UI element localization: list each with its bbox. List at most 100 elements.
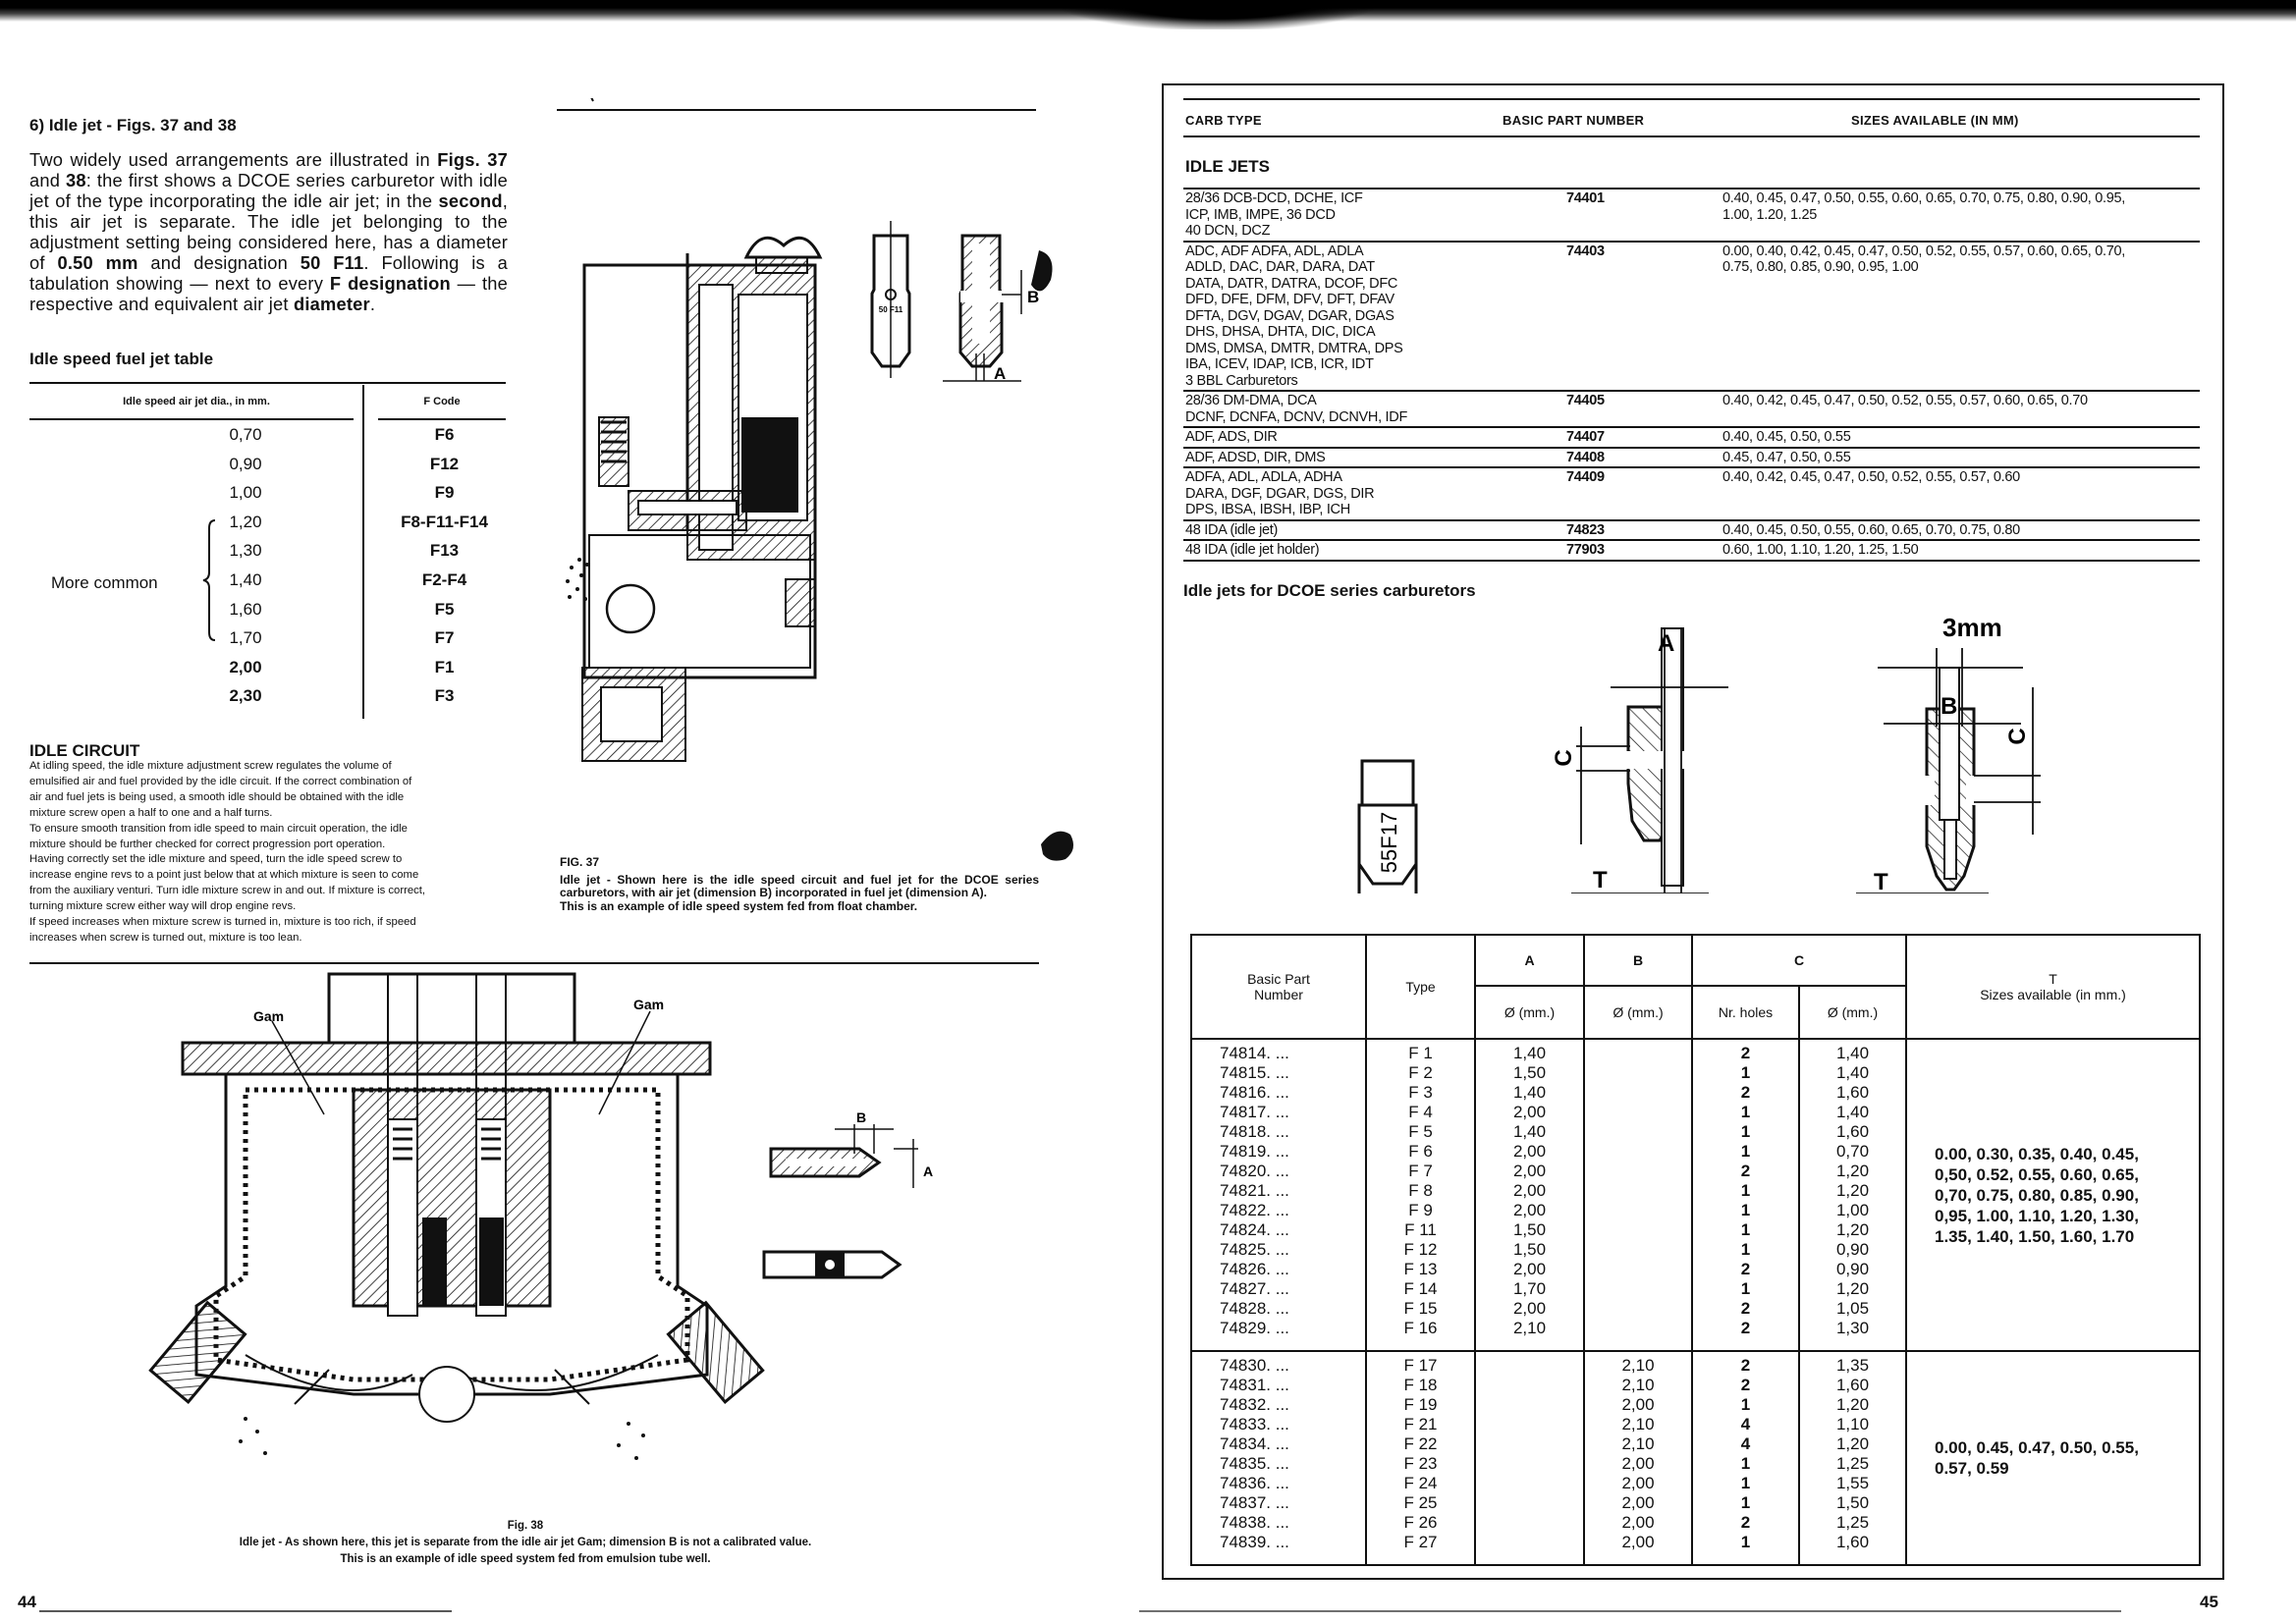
carb-type: ADF, ADSD, DIR, DMS <box>1185 449 1326 465</box>
dimension-c: 1,50 <box>1835 1493 1870 1512</box>
col-b-dia: Ø (mm.) <box>1583 985 1693 1040</box>
dimension-a: 1,40 <box>1512 1083 1547 1102</box>
dimension-b: 2,00 <box>1621 1493 1655 1512</box>
dimension-a <box>1476 1356 1583 1376</box>
dimension-c: 1,05 <box>1835 1299 1870 1318</box>
paragraph-segment: : the first shows a DCOE series carburet… <box>29 170 508 211</box>
page-number-right: 45 <box>2200 1593 2218 1611</box>
table-top-rule <box>29 382 506 384</box>
dimension-b <box>1585 1299 1691 1319</box>
jet-type: F 9 <box>1408 1201 1433 1219</box>
dcoe-jet-diagrams: 55F17 A C T 3mm B C T <box>1357 613 2041 893</box>
jet-type: F 6 <box>1408 1142 1433 1161</box>
jet-type: F 22 <box>1403 1434 1438 1453</box>
hole-count: 2 <box>1740 1044 1751 1062</box>
dimension-b-column <box>1583 1038 1693 1352</box>
part-number: 74825. ... <box>1220 1240 1289 1259</box>
dimension-b <box>1585 1319 1691 1338</box>
dimension-a <box>1476 1493 1583 1513</box>
part-number: 74830. ... <box>1220 1356 1289 1375</box>
idle-circuit-line: Having correctly set the idle mixture an… <box>29 853 403 866</box>
col-a-dia: Ø (mm.) <box>1474 985 1585 1040</box>
part-number: 74837. ... <box>1220 1493 1289 1512</box>
air-jet-diameter: 1,70 <box>229 628 262 648</box>
jet-type: F 27 <box>1403 1533 1438 1551</box>
hole-count: 2 <box>1740 1260 1751 1278</box>
dcoe-group-row: 74814. ...74815. ...74816. ...74817. ...… <box>1190 1038 2201 1352</box>
dimension-c-label-1: C <box>1551 749 1577 766</box>
dimension-b: 2,00 <box>1621 1513 1655 1532</box>
part-number-column: 74830. ...74831. ...74832. ...74833. ...… <box>1190 1350 1367 1566</box>
paragraph-segment: F designation <box>329 273 451 294</box>
dimension-c: 1,10 <box>1835 1415 1870 1434</box>
dimension-b <box>1585 1220 1691 1240</box>
paragraph-segment: , this air jet is separate. The idle jet… <box>29 190 508 273</box>
jet-type: F 13 <box>1403 1260 1438 1278</box>
dimension-c: 1,25 <box>1835 1513 1870 1532</box>
air-jet-diameter: 1,40 <box>229 570 262 589</box>
dimension-c: 1,00 <box>1835 1201 1870 1219</box>
dimension-a: 1,40 <box>1512 1044 1547 1062</box>
fuel-jet-table-title: Idle speed fuel jet table <box>29 350 214 368</box>
f-code: F12 <box>429 454 460 473</box>
dimension-3mm-label: 3mm <box>1942 613 2002 642</box>
dimension-b: 2,00 <box>1621 1454 1655 1473</box>
col-b: B <box>1583 934 1693 987</box>
jet-type: F 17 <box>1403 1356 1438 1375</box>
dimension-b-label: B <box>1941 693 1957 720</box>
hole-count: 2 <box>1740 1376 1751 1394</box>
fig38-idle-jet-section <box>769 1124 918 1188</box>
fig37-caption: FIG. 37 Idle jet - Shown here is the idl… <box>560 855 1039 913</box>
idle-circuit-title: IDLE CIRCUIT <box>29 741 140 760</box>
basic-part-number: 74408 <box>1566 449 1605 465</box>
hole-count: 1 <box>1740 1454 1751 1473</box>
dimension-c: 1,35 <box>1835 1356 1870 1375</box>
sizes-available: 0.00, 0.40, 0.42, 0.45, 0.47, 0.50, 0.52… <box>1722 243 2126 276</box>
dimension-b: 2,10 <box>1621 1376 1655 1394</box>
dcoe-section-title: Idle jets for DCOE series carburetors <box>1183 581 1476 600</box>
dimension-b <box>1585 1201 1691 1220</box>
dimension-t-label-2: T <box>1874 869 1888 893</box>
idle-jet-row: 28/36 DCB-DCD, DCHE, ICF ICP, IMB, IMPE,… <box>1183 189 2200 243</box>
dimension-a: 1,40 <box>1512 1122 1547 1141</box>
fig38-carburetor-drawing: Gam Gam B A <box>148 972 933 1460</box>
part-number: 74838. ... <box>1220 1513 1289 1532</box>
col-c-holes: Nr. holes <box>1691 985 1800 1040</box>
column-header-air-jet: Idle speed air jet dia., in mm. <box>123 396 270 407</box>
fig38-dimension-b: B <box>856 1109 866 1125</box>
idle-circuit-line: increases when screw is turned out, mixt… <box>29 931 302 944</box>
air-jet-diameter: 1,20 <box>229 512 262 531</box>
carb-type: ADFA, ADL, ADLA, ADHA DARA, DGF, DGAR, D… <box>1185 469 1375 517</box>
dimension-a <box>1476 1415 1583 1434</box>
sizes-available: 0.40, 0.42, 0.45, 0.47, 0.50, 0.52, 0.55… <box>1722 393 2088 408</box>
part-number: 74820. ... <box>1220 1162 1289 1180</box>
carb-type: 28/36 DCB-DCD, DCHE, ICF ICP, IMB, IMPE,… <box>1185 190 1363 239</box>
hole-count: 1 <box>1740 1493 1751 1512</box>
jet-type: F 5 <box>1408 1122 1433 1141</box>
dimension-a-column <box>1474 1350 1585 1566</box>
fig37-dimension-a: A <box>994 364 1006 383</box>
dcoe-jet-external-view <box>1357 759 1418 893</box>
part-number: 74822. ... <box>1220 1201 1289 1219</box>
dimension-c: 1,20 <box>1835 1162 1870 1180</box>
paragraph-segment: Figs. 37 <box>437 149 508 170</box>
fig37-carburetor-drawing: 50 F11 B A <box>557 98 1053 762</box>
section-heading: 6) Idle jet - Figs. 37 and 38 <box>29 116 237 135</box>
paragraph-segment: and designation <box>137 252 301 273</box>
idle-circuit-line: If speed increases when mixture screw is… <box>29 916 416 929</box>
idle-circuit-text: At idling speed, the idle mixture adjust… <box>29 759 520 947</box>
hole-count: 1 <box>1740 1533 1751 1551</box>
column-divider <box>362 385 364 719</box>
dimension-b <box>1585 1063 1691 1083</box>
jet-type: F 14 <box>1403 1279 1438 1298</box>
section-divider <box>29 962 1039 964</box>
col-c: C <box>1691 934 1907 987</box>
fig37-idle-jet-section <box>943 234 1022 382</box>
jet-type: F 11 <box>1404 1220 1437 1239</box>
carb-type: 28/36 DM-DMA, DCA DCNF, DCNFA, DCNV, DCN… <box>1185 393 1408 425</box>
dimension-a: 2,00 <box>1512 1260 1547 1278</box>
